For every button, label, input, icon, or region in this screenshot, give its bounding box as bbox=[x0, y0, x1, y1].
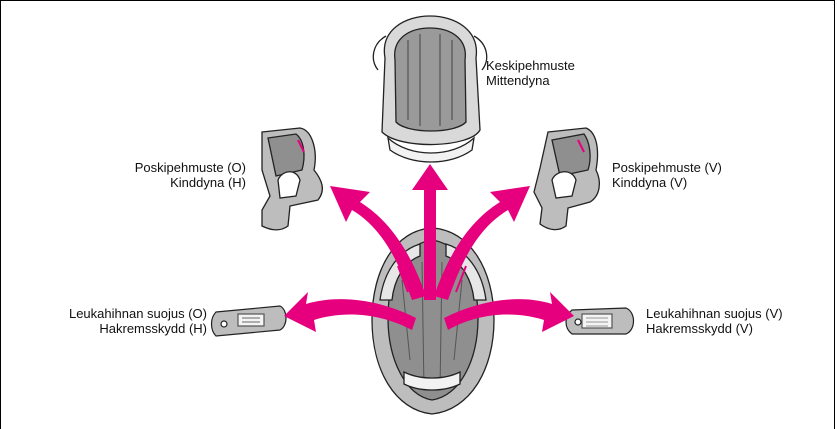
chinstrap-cover-left-label-line1: Leukahihnan suojus (O) bbox=[69, 306, 207, 321]
chinstrap-cover-right-label-line2: Hakremsskydd (V) bbox=[646, 321, 783, 336]
chinstrap-cover-left-label-line2: Hakremsskydd (H) bbox=[69, 321, 207, 336]
label-cheek-pad-right: Poskipehmuste (V) Kinddyna (V) bbox=[612, 160, 722, 190]
chinstrap-cover-right-illustration bbox=[566, 308, 634, 334]
cheek-pad-left-illustration bbox=[262, 128, 322, 230]
label-chinstrap-cover-left: Leukahihnan suojus (O) Hakremsskydd (H) bbox=[69, 306, 207, 336]
cheek-pad-right-label-line2: Kinddyna (V) bbox=[612, 175, 722, 190]
chinstrap-cover-right-label-line1: Leukahihnan suojus (V) bbox=[646, 306, 783, 321]
center-pad-illustration bbox=[373, 16, 486, 162]
cheek-pad-left-label-line2: Kinddyna (H) bbox=[135, 175, 246, 190]
cheek-pad-left-label-line1: Poskipehmuste (O) bbox=[135, 160, 246, 175]
chinstrap-cover-left-illustration bbox=[212, 306, 287, 336]
center-pad-label-line1: Keskipehmuste bbox=[486, 58, 575, 73]
label-cheek-pad-left: Poskipehmuste (O) Kinddyna (H) bbox=[135, 160, 246, 190]
center-pad-label-line2: Mittendyna bbox=[486, 73, 575, 88]
label-center-pad: Keskipehmuste Mittendyna bbox=[486, 58, 575, 88]
label-chinstrap-cover-right: Leukahihnan suojus (V) Hakremsskydd (V) bbox=[646, 306, 783, 336]
cheek-pad-right-illustration bbox=[534, 128, 599, 230]
cheek-pad-right-label-line1: Poskipehmuste (V) bbox=[612, 160, 722, 175]
